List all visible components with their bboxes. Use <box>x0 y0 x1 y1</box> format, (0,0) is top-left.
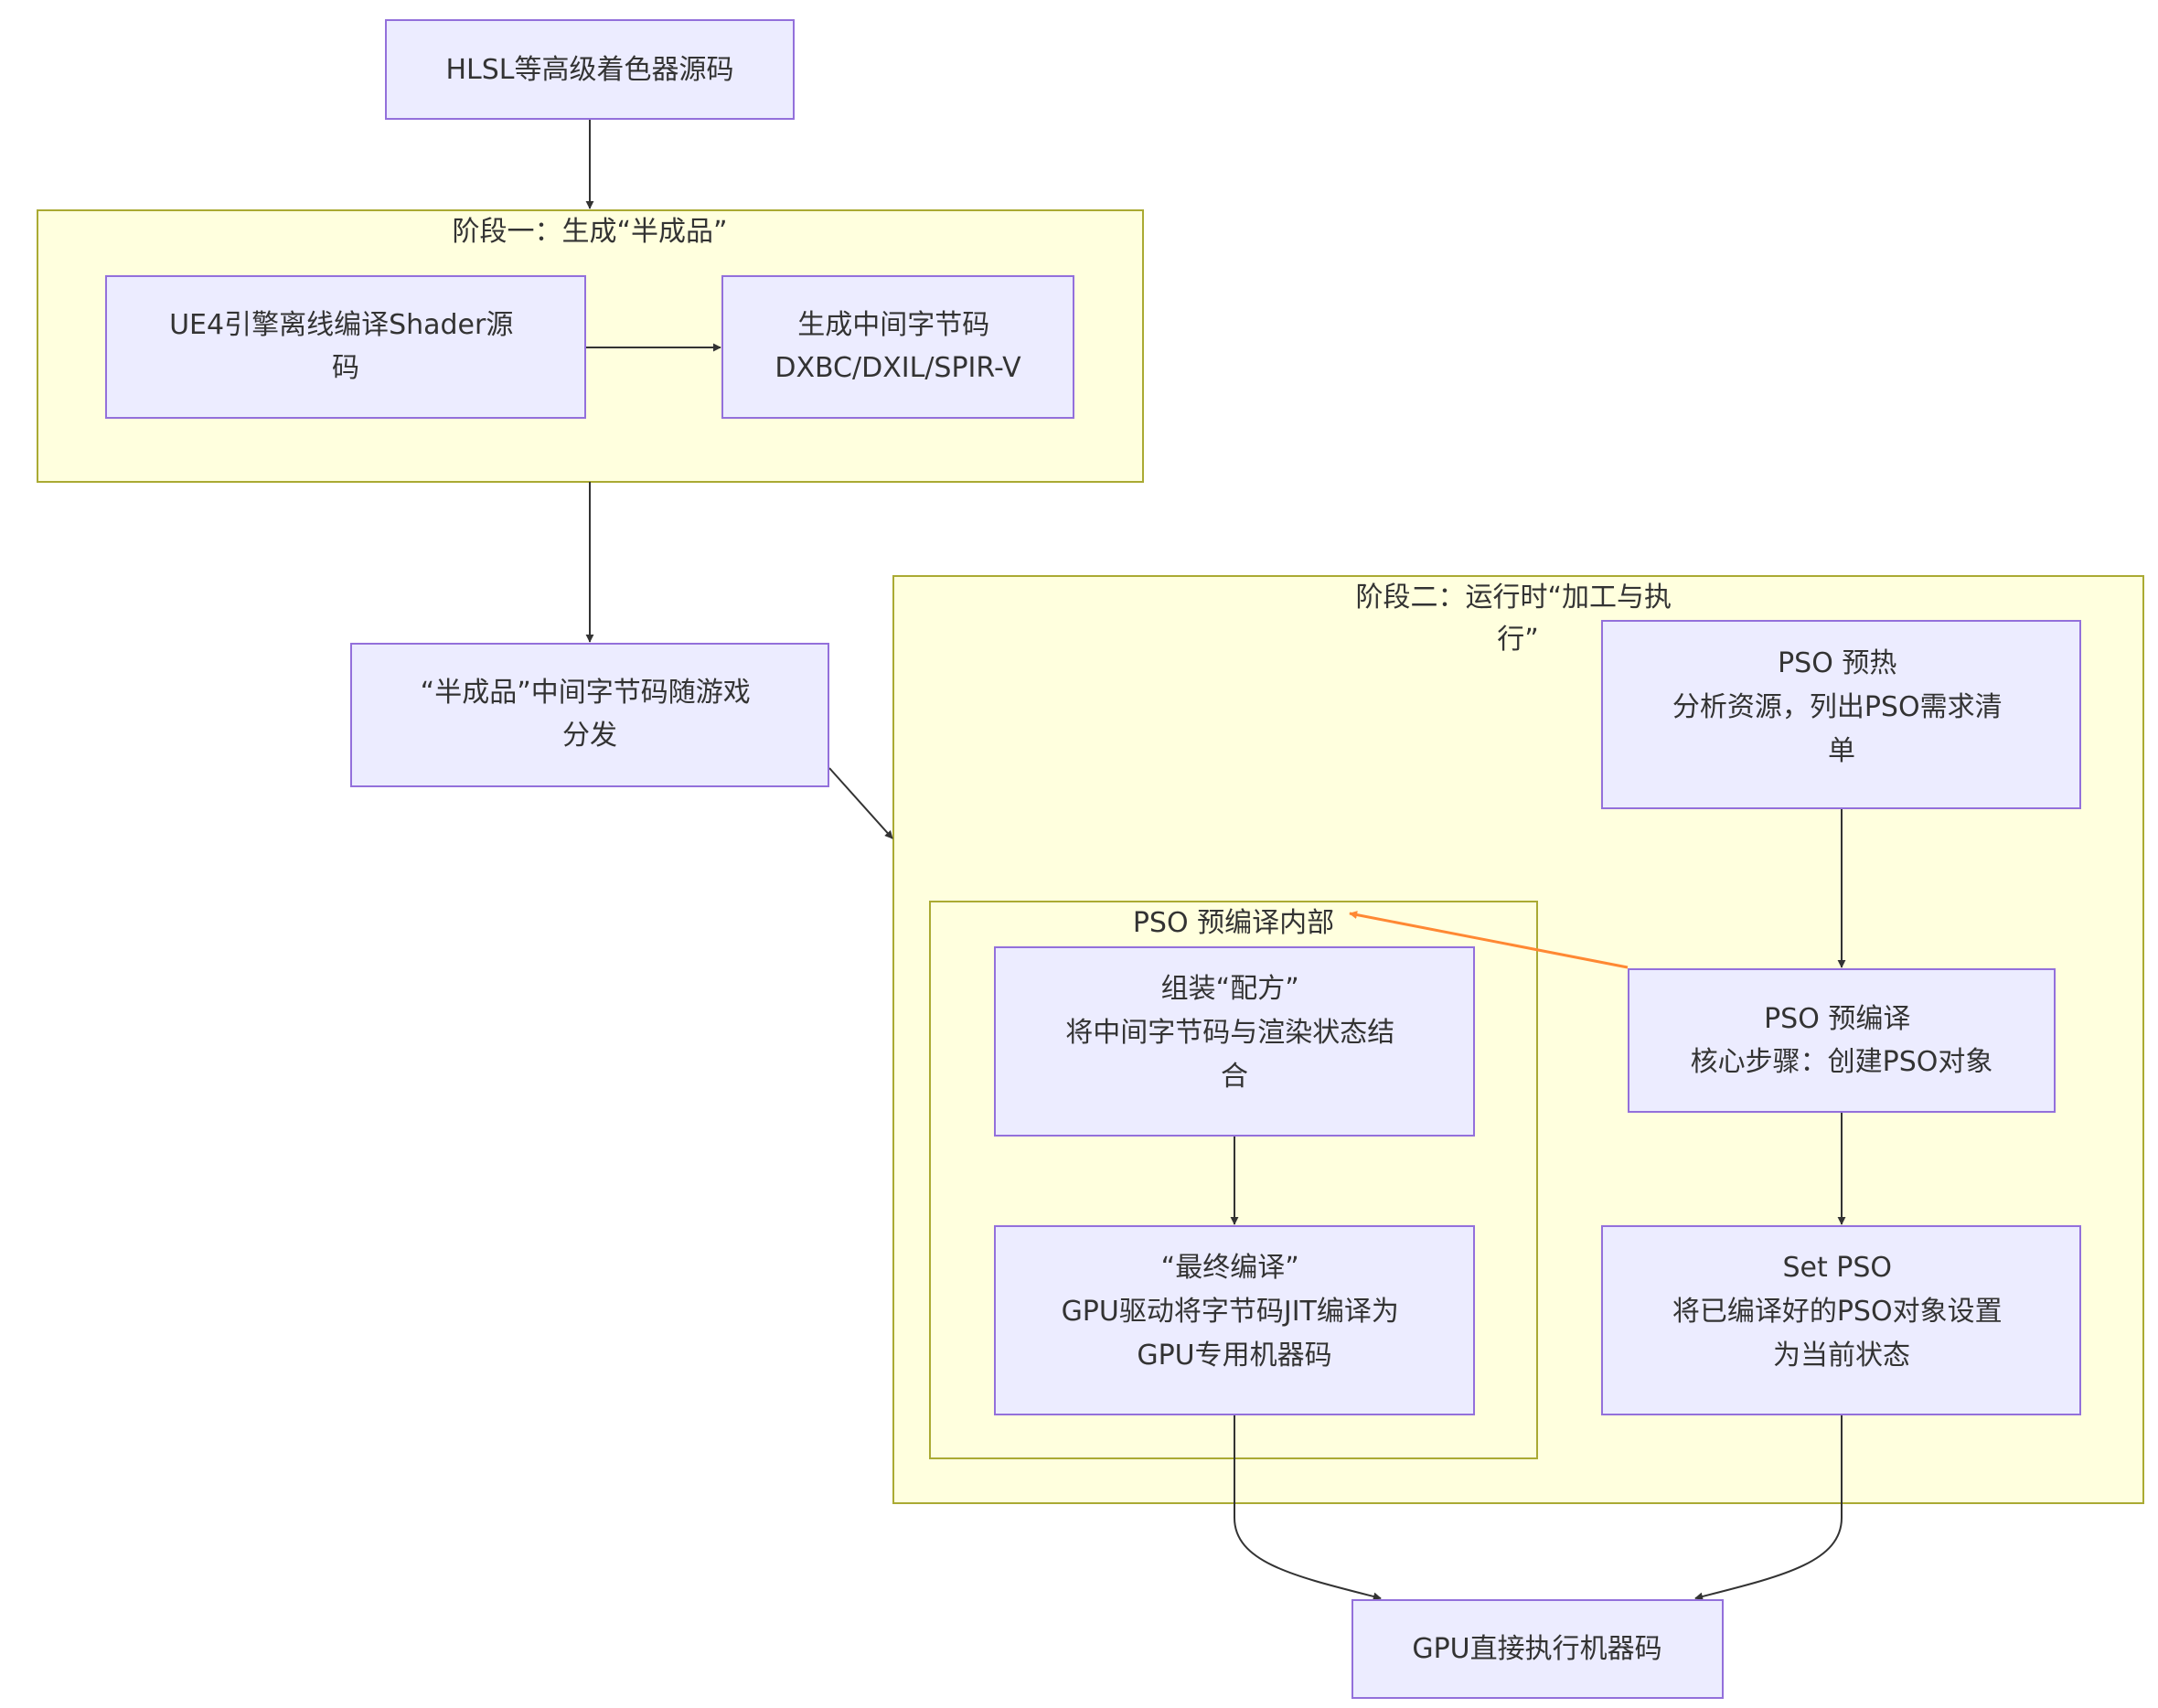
node-assemble-recipe: 组装“配方” 将中间字节码与渲染状态结 合 <box>994 946 1475 1137</box>
svg-text:UE4引擎离线编译Shader源 码: UE4引擎离线编译Shader源 码 <box>169 309 522 384</box>
svg-text:PSO 预编译 核心步骤：创建PSO对象: PSO 预编译 核心步骤：创建PSO对象 <box>1691 1003 1993 1078</box>
edge-dist-to-stage2 <box>828 767 893 839</box>
node-pso-warmup: PSO 预热 分析资源，列出PSO需求清 单 <box>1601 620 2081 809</box>
cluster-pso-inner-title: PSO 预编译内部 <box>1133 907 1334 939</box>
node-gpu-execute: GPU直接执行机器码 <box>1351 1599 1724 1699</box>
svg-text:“半成品”中间字节码随游戏 分发: “半成品”中间字节码随游戏 分发 <box>421 677 760 752</box>
svg-text:PSO 预热 分析资源，列出PSO需求清: PSO 预热 分析资源，列出PSO需求清 单 <box>1672 647 2011 767</box>
svg-text:HLSL等高级着色器源码: HLSL等高级着色器源码 <box>445 54 733 86</box>
edge-setpso-to-gpuexec <box>1694 1415 1843 1601</box>
svg-text:组装“配方” 将中间字节码与渲染状态结: 组装“配方” 将中间字节码与渲染状态结 合 <box>1065 973 1404 1093</box>
svg-text:“最终编译” GPU驱动将字节码JIT编译为: “最终编译” GPU驱动将字节码JIT编译为 GPU专用机器码 <box>1062 1252 1408 1372</box>
node-bytecode-distribution: “半成品”中间字节码随游戏 分发 <box>350 643 829 787</box>
svg-text:Set PSO 将已编译好的PSO对象设置: Set PSO 将已编译好的PSO对象设置 为当前状态 <box>1672 1252 2011 1372</box>
node-pso-precompile: PSO 预编译 核心步骤：创建PSO对象 <box>1628 968 2056 1113</box>
svg-text:生成中间字节码 DXBC/DXIL/SPIR-V: 生成中间字节码 DXBC/DXIL/SPIR-V <box>775 309 1021 384</box>
edges <box>585 119 1846 1601</box>
node-final-compile: “最终编译” GPU驱动将字节码JIT编译为 GPU专用机器码 <box>994 1225 1475 1415</box>
cluster-stage2-title: 阶段二：运行时“加工与执 行” <box>1355 582 1680 656</box>
svg-text:GPU直接执行机器码: GPU直接执行机器码 <box>1412 1633 1661 1665</box>
node-intermediate-bytecode: 生成中间字节码 DXBC/DXIL/SPIR-V <box>721 275 1074 419</box>
cluster-stage1-title: 阶段一：生成“半成品” <box>452 216 727 248</box>
node-ue4-offline-compile: UE4引擎离线编译Shader源 码 <box>105 275 586 419</box>
edge-precompile-to-pso-inner <box>1349 911 1629 969</box>
edge-final-to-gpuexec <box>1234 1415 1382 1601</box>
node-hlsl-source: HLSL等高级着色器源码 <box>385 19 795 120</box>
node-set-pso: Set PSO 将已编译好的PSO对象设置 为当前状态 <box>1601 1225 2081 1415</box>
